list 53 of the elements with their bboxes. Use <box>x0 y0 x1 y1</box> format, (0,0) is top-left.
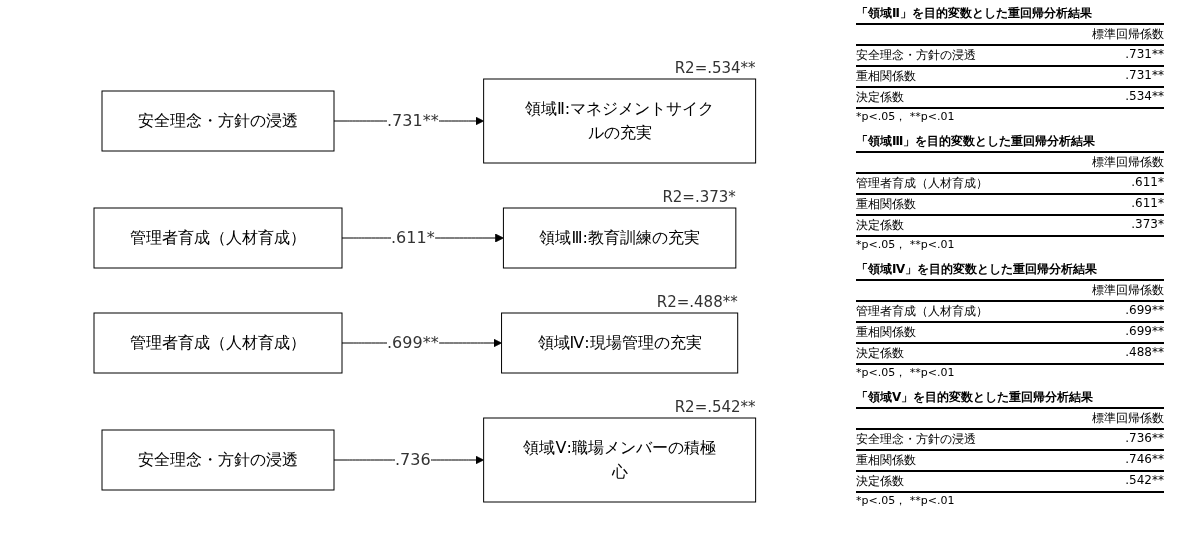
table-title: 「領域Ⅳ」を目的変数とした重回帰分析結果 <box>856 260 1164 281</box>
table-title: 「領域Ⅲ」を目的変数とした重回帰分析結果 <box>856 132 1164 153</box>
value-cell-text: .534** <box>1125 89 1164 105</box>
column-header: 標準回帰係数 <box>856 25 1164 46</box>
footnote: *p<.05， **p<.01 <box>856 493 956 508</box>
footnote: *p<.05， **p<.01 <box>856 237 956 252</box>
row-label: 管理者育成（人材育成） <box>856 175 988 192</box>
value-cell-text: .731** <box>1125 47 1164 63</box>
value-cell-text: .736** <box>1125 431 1164 447</box>
edge-label: .699** <box>387 333 439 352</box>
value-cell-text: .542** <box>1125 473 1164 489</box>
node-box <box>93 312 343 374</box>
value-cell-text: .731** <box>1125 68 1164 84</box>
node-box <box>101 429 335 491</box>
value-cell-text: .611* <box>1131 175 1164 191</box>
r-squared-label: R2=.373* <box>662 188 736 206</box>
row-label: 管理者育成（人材育成） <box>856 303 988 320</box>
value-cell-text: .746** <box>1125 452 1164 468</box>
edge-label: .736 <box>395 450 431 469</box>
row-label: 決定係数 <box>856 345 904 362</box>
row-label: 決定係数 <box>856 89 904 106</box>
row-label: 重相関係数 <box>856 452 916 469</box>
value-cell-text: .373* <box>1131 217 1164 233</box>
node-box <box>101 90 335 152</box>
r-squared-label: R2=.534** <box>674 59 756 77</box>
node-box <box>503 207 737 269</box>
row-label: 重相関係数 <box>856 196 916 213</box>
flowchart: .731** .611* .699** .736 安全理念・方針の浸透 領域Ⅱ:マネジメントサイクルの充実 管理者育成（人材育成） 領域Ⅲ:教育訓練の充実 管理者育成（人材育成） 領域Ⅳ:現場管理の充実 安全理念・方針の浸透 領域Ⅴ:職場メンバーの積極心 R2=.534** R2=.373* R2=.488** R2=.542** <box>86 47 764 510</box>
value-cell-text: .699** <box>1125 324 1164 340</box>
row-label: 決定係数 <box>856 217 904 234</box>
column-header: 標準回帰係数 <box>856 281 1164 302</box>
value-cell-text: .699** <box>1125 303 1164 319</box>
r-squared-label: R2=.542** <box>674 398 756 416</box>
value-cell-text: .488** <box>1125 345 1164 361</box>
edge-label: .731** <box>387 111 439 130</box>
row-label: 重相関係数 <box>856 324 916 341</box>
row-label: 安全理念・方針の浸透 <box>856 431 976 448</box>
node-box <box>483 417 757 503</box>
node-box <box>483 78 757 164</box>
r-squared-label: R2=.488** <box>656 293 738 311</box>
node-box <box>501 312 739 374</box>
row-label: 決定係数 <box>856 473 904 490</box>
edge-label: .611* <box>391 228 435 247</box>
table-title: 「領域Ⅱ」を目的変数とした重回帰分析結果 <box>856 4 1164 25</box>
row-label: 安全理念・方針の浸透 <box>856 47 976 64</box>
row-label: 重相関係数 <box>856 68 916 85</box>
table-title: 「領域Ⅴ」を目的変数とした重回帰分析結果 <box>856 388 1164 409</box>
node-box <box>93 207 343 269</box>
column-header: 標準回帰係数 <box>856 153 1164 174</box>
footnote: *p<.05， **p<.01 <box>856 109 956 124</box>
value-cell-text: .611* <box>1131 196 1164 212</box>
footnote: *p<.05， **p<.01 <box>856 365 956 380</box>
column-header: 標準回帰係数 <box>856 409 1164 430</box>
